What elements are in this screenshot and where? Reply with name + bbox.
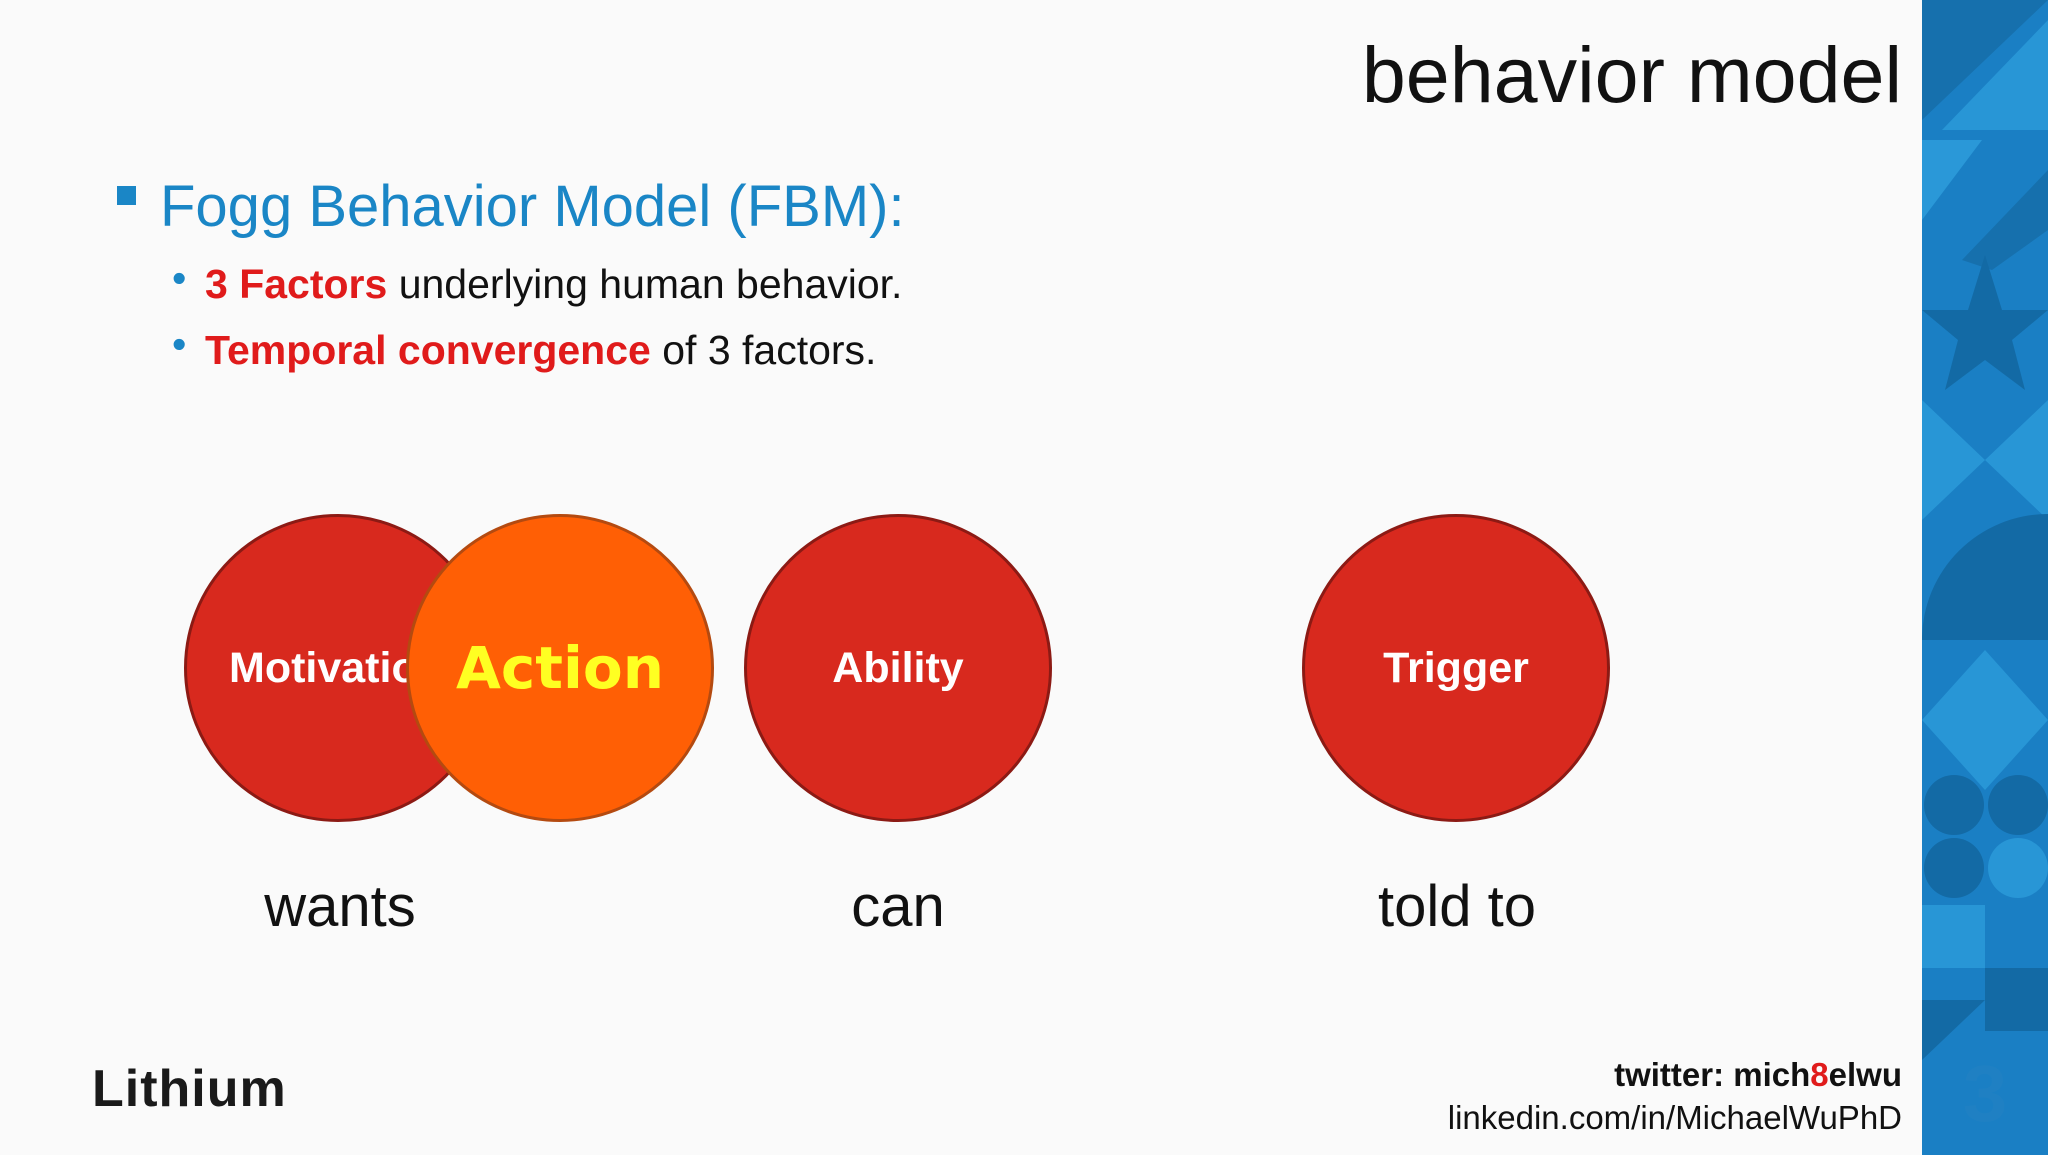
page-number: 3: [1962, 1049, 2008, 1138]
twitter-highlight: 8: [1810, 1056, 1829, 1093]
sub-bullet-emphasis: 3 Factors: [205, 261, 388, 307]
twitter-prefix: twitter: mich: [1614, 1056, 1811, 1093]
twitter-handle: twitter: mich8elwu: [1614, 1055, 1902, 1095]
trigger-label: Trigger: [1383, 643, 1529, 692]
ability-label: Ability: [832, 643, 964, 692]
main-bullet-text: Fogg Behavior Model (FBM):: [160, 174, 905, 239]
caption-told-to: told to: [1378, 874, 1536, 939]
caption-wants: wants: [264, 874, 416, 939]
motivation-circle: Motivation: [184, 514, 492, 822]
action-circle: Action: [406, 514, 714, 822]
ability-circle: Ability: [744, 514, 1052, 822]
dot-bullet-icon: •: [172, 255, 187, 301]
caption-can: can: [851, 874, 945, 939]
slide-title: behavior model: [1361, 30, 1902, 119]
linkedin-url: linkedin.com/in/MichaelWuPhD: [1447, 1099, 1902, 1136]
twitter-suffix: elwu: [1828, 1056, 1902, 1093]
action-label: Action: [455, 634, 664, 702]
trigger-circle: Trigger: [1302, 514, 1610, 822]
dot-bullet-icon: •: [172, 321, 187, 367]
square-bullet-icon: [117, 186, 136, 205]
sub-bullet-emphasis: Temporal convergence: [205, 327, 651, 373]
decorative-sidebar: [1922, 0, 2048, 1155]
sub-bullet-text: underlying human behavior.: [387, 261, 903, 307]
lithium-logo: Lithium: [92, 1060, 287, 1118]
sub-bullet-text: of 3 factors.: [650, 327, 877, 373]
